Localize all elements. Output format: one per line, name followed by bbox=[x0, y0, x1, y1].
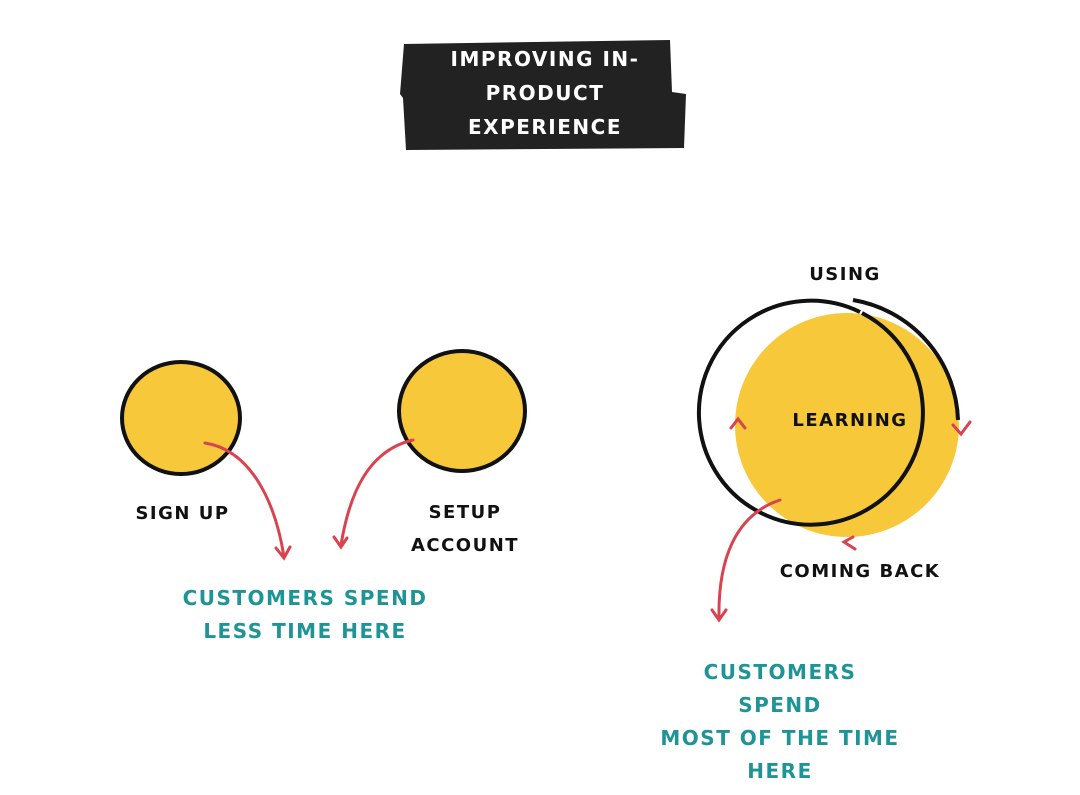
note-line: Customers spend bbox=[703, 660, 857, 717]
sign-up-circle bbox=[120, 360, 242, 476]
arrow-learning bbox=[710, 498, 782, 623]
cycle-arrow-left bbox=[729, 416, 747, 430]
note-line: less time here bbox=[203, 619, 407, 643]
arrow-setup bbox=[332, 438, 415, 550]
title-line: experience bbox=[468, 115, 622, 139]
note-less-time: Customers spend less time here bbox=[180, 582, 430, 648]
learning-circle bbox=[735, 313, 959, 537]
cycle-arrow-right bbox=[951, 420, 972, 437]
coming-back-label: Coming back bbox=[779, 561, 941, 582]
setup-account-label: Setup account bbox=[400, 496, 530, 562]
title-line: product bbox=[485, 81, 605, 105]
sign-up-label: Sign up bbox=[135, 503, 230, 524]
note-most-time: Customers spend most of the time here bbox=[660, 656, 900, 788]
title-line: Improving in- bbox=[450, 47, 640, 71]
setup-line: Setup bbox=[428, 502, 502, 523]
setup-account-circle bbox=[397, 349, 527, 473]
note-line: here bbox=[747, 759, 813, 783]
cycle-outline bbox=[696, 298, 960, 527]
arrow-sign-up bbox=[203, 441, 292, 561]
title: Improving in- product experience bbox=[405, 42, 685, 144]
title-banner bbox=[400, 40, 686, 150]
note-line: Customers spend bbox=[182, 586, 428, 610]
learning-label: Learning bbox=[792, 410, 908, 431]
account-line: account bbox=[410, 535, 520, 556]
cycle-arrow-bottom bbox=[841, 535, 857, 551]
arrows bbox=[203, 416, 972, 623]
note-line: most of the time bbox=[660, 726, 900, 750]
using-label: Using bbox=[809, 264, 881, 285]
